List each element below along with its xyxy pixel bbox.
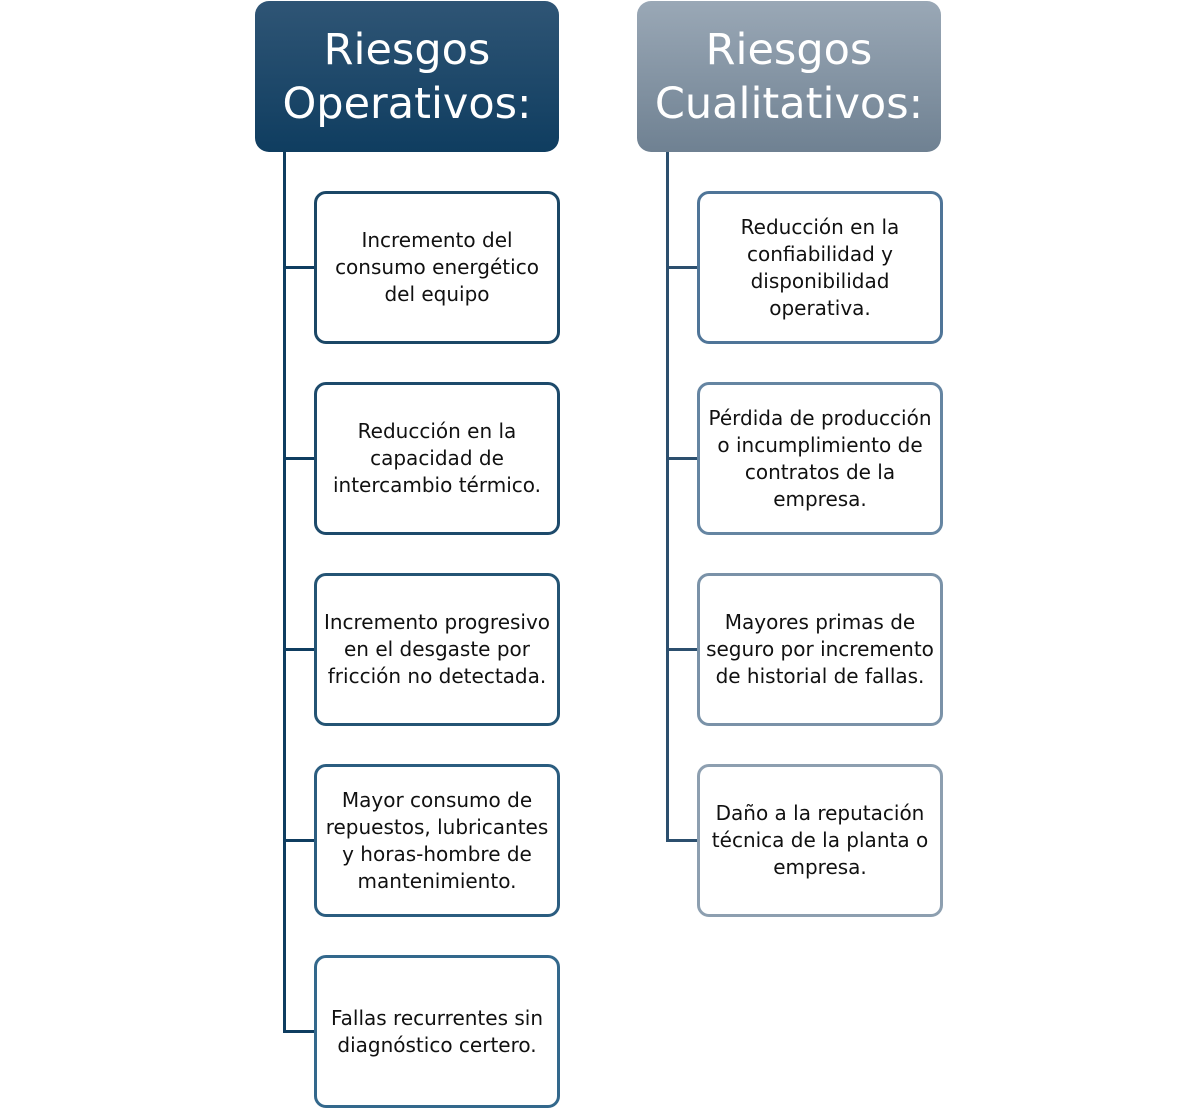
operativos-item-card: Incremento del consumo energético del eq… xyxy=(314,191,560,344)
cualitativos-connector-branch xyxy=(666,457,697,460)
operativos-item-text: Incremento del consumo energético del eq… xyxy=(335,228,539,306)
cualitativos-item-card: Reducción en la confiabilidad y disponib… xyxy=(697,191,943,344)
operativos-connector-branch xyxy=(283,1030,314,1033)
cualitativos-connector-branch xyxy=(666,266,697,269)
operativos-connector-branch xyxy=(283,839,314,842)
operativos-item-text: Fallas recurrentes sin diagnóstico certe… xyxy=(330,1005,544,1057)
operativos-connector-branch xyxy=(283,457,314,460)
operativos-item-text: Mayor consumo de repuestos, lubricantes … xyxy=(325,787,549,893)
cualitativos-item-text: Pérdida de producción o incumplimiento d… xyxy=(708,405,932,511)
operativos-item-card: Mayor consumo de repuestos, lubricantes … xyxy=(314,764,560,917)
operativos-item-text: Incremento progresivo en el desgaste por… xyxy=(323,610,551,688)
operativos-connector-branch xyxy=(283,648,314,651)
cualitativos-item-card: Pérdida de producción o incumplimiento d… xyxy=(697,382,943,535)
cualitativos-item-text: Mayores primas de seguro por incremento … xyxy=(706,610,934,688)
cualitativos-connector-branch xyxy=(666,839,697,842)
cualitativos-item-text: Reducción en la confiabilidad y disponib… xyxy=(740,214,900,320)
cualitativos-item-card: Mayores primas de seguro por incremento … xyxy=(697,573,943,726)
operativos-connector-spine xyxy=(283,152,286,1032)
cualitativos-item-card: Daño a la reputación técnica de la plant… xyxy=(697,764,943,917)
operativos-item-text: Reducción en la capacidad de intercambio… xyxy=(332,419,542,497)
riesgos-cualitativos-header: Riesgos Cualitativos: xyxy=(637,1,941,152)
cualitativos-connector-spine xyxy=(666,152,669,842)
operativos-connector-branch xyxy=(283,266,314,269)
operativos-item-card: Incremento progresivo en el desgaste por… xyxy=(314,573,560,726)
riesgos-operativos-header: Riesgos Operativos: xyxy=(255,1,559,152)
operativos-item-card: Fallas recurrentes sin diagnóstico certe… xyxy=(314,955,560,1108)
cualitativos-connector-branch xyxy=(666,648,697,651)
operativos-item-card: Reducción en la capacidad de intercambio… xyxy=(314,382,560,535)
cualitativos-item-text: Daño a la reputación técnica de la plant… xyxy=(711,801,929,879)
